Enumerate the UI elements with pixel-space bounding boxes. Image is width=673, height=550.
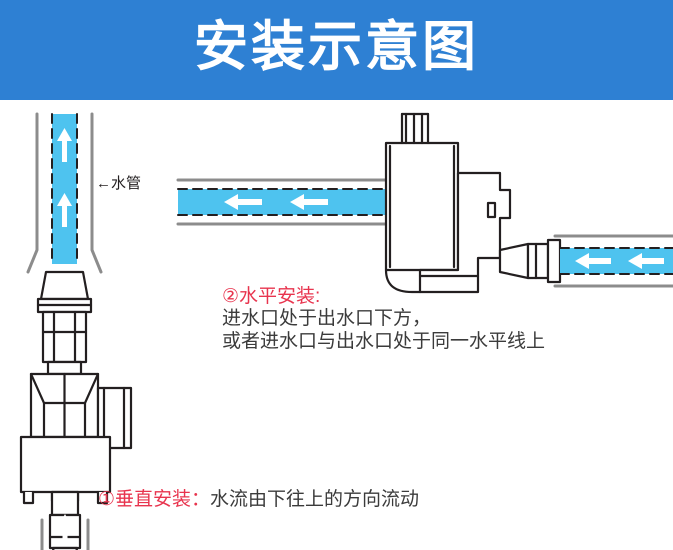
diagram-canvas — [0, 100, 673, 550]
water-pipe-callout-label: ←水管 — [96, 175, 142, 192]
vertical-valve-body-upper — [29, 372, 100, 439]
header-banner: 安装示意图 — [0, 0, 673, 100]
horizontal-left-water — [178, 189, 396, 215]
vertical-lower-connector — [48, 490, 82, 550]
vertical-valve-side-port — [96, 386, 133, 450]
horizontal-right-flow-arrows — [575, 253, 664, 269]
horizontal-note-line-2: 或者进水口与出水口处于同一水平线上 — [222, 330, 546, 352]
horizontal-note-heading: ②水平安装: — [222, 286, 321, 307]
horizontal-right-pipe — [553, 234, 673, 288]
vertical-valve-assembly — [19, 112, 133, 550]
vertical-upper-pipe — [26, 112, 103, 274]
vertical-upper-connector — [36, 270, 93, 376]
horizontal-right-connector — [498, 238, 562, 284]
page-title: 安装示意图 — [194, 17, 479, 77]
vertical-note-body: 水流由下往上的方向流动 — [210, 489, 420, 510]
horizontal-left-pipe — [176, 178, 402, 226]
vertical-lower-pipe — [40, 518, 90, 550]
vertical-installation-note: ①垂直安装：水流由下往上的方向流动 — [98, 489, 419, 511]
horizontal-solenoid-terminals — [400, 112, 430, 145]
vertical-upper-flow-arrows — [57, 128, 72, 227]
horizontal-note-line-1: 进水口处于出水口下方， — [222, 308, 432, 330]
horizontal-installation-note: ②水平安装: 进水口处于出水口下方， 或者进水口与出水口处于同一水平线上 — [222, 286, 545, 353]
vertical-note-heading: ①垂直安装： — [98, 489, 211, 510]
horizontal-left-flow-arrows — [224, 194, 328, 210]
horizontal-valve-assembly — [176, 112, 673, 294]
vertical-lower-flow-arrows — [58, 514, 72, 546]
horizontal-solenoid-box — [384, 141, 460, 272]
